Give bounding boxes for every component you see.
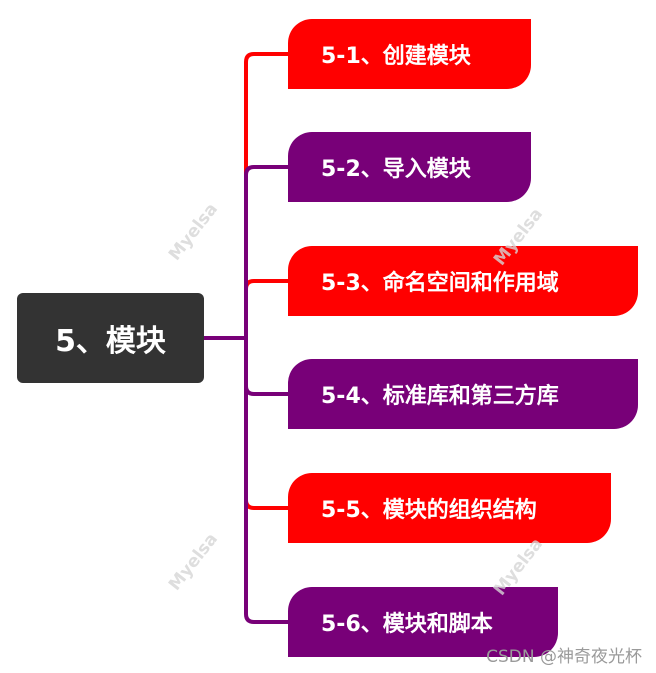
child-node-5-5[interactable]: 5-5、模块的组织结构 <box>288 473 611 543</box>
node-label: 5-2、导入模块 <box>321 157 471 182</box>
child-node-5-2[interactable]: 5-2、导入模块 <box>288 132 531 202</box>
node-label: 5-6、模块和脚本 <box>321 612 493 637</box>
node-label: 5-1、创建模块 <box>321 44 471 69</box>
child-node-5-1[interactable]: 5-1、创建模块 <box>288 19 531 89</box>
branch-connector <box>244 279 288 338</box>
child-node-5-6[interactable]: 5-6、模块和脚本 <box>288 587 558 657</box>
branch-connector <box>244 338 288 510</box>
csdn-credit: CSDN @神奇夜光杯 <box>486 647 642 667</box>
branch-connector <box>244 52 288 338</box>
node-label: 5-4、标准库和第三方库 <box>321 384 559 409</box>
node-label: 5-5、模块的组织结构 <box>321 498 537 523</box>
branch-connector <box>244 165 288 338</box>
node-label: 5-3、命名空间和作用域 <box>321 271 559 296</box>
branch-connector <box>244 338 288 624</box>
root-label: 5、模块 <box>55 324 166 359</box>
child-node-5-4[interactable]: 5-4、标准库和第三方库 <box>288 359 638 429</box>
branch-connector <box>244 338 288 396</box>
child-node-5-3[interactable]: 5-3、命名空间和作用域 <box>288 246 638 316</box>
root-node[interactable]: 5、模块 <box>17 293 204 383</box>
